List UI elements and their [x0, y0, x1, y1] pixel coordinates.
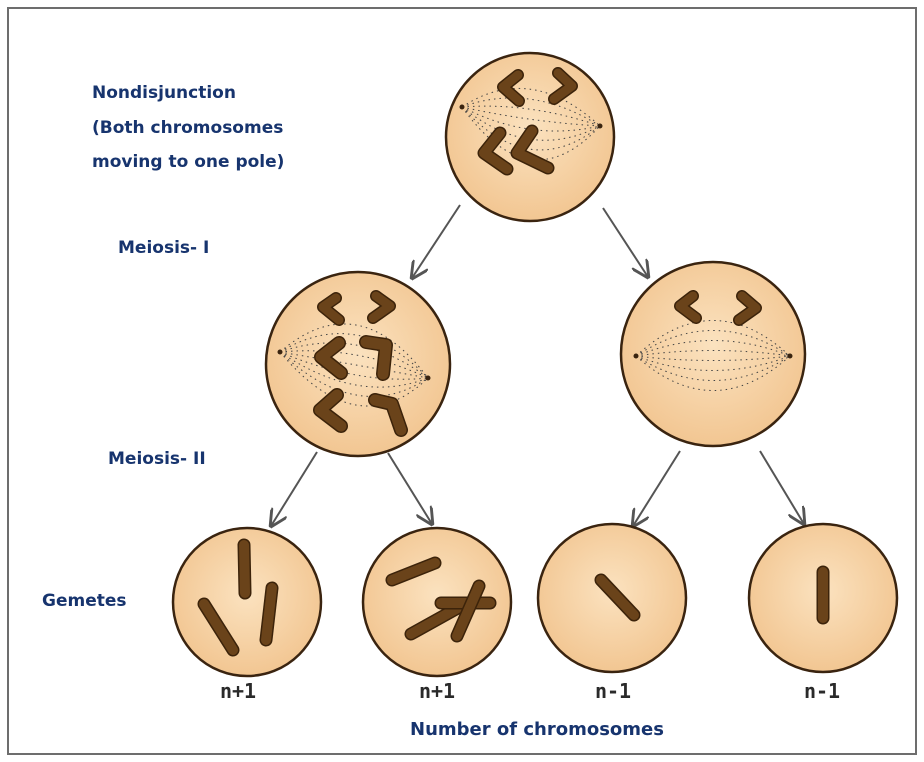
centrosome-left	[634, 354, 639, 359]
nondisjunction-subtitle-2: moving to one pole)	[92, 152, 284, 172]
arrow-left-to-gamete-1	[271, 452, 317, 526]
arrow-parent-to-left	[412, 205, 460, 278]
arrow-parent-to-right	[603, 208, 648, 277]
gamete-cell-4	[749, 524, 897, 672]
meiosis-1-cell-left	[266, 272, 450, 456]
parent-cell	[446, 53, 614, 221]
gamete-count-3: n-1	[595, 679, 631, 703]
number-of-chromosomes-caption: Number of chromosomes	[410, 719, 664, 740]
gamete-cell-1	[173, 528, 321, 676]
arrow-right-to-gamete-4	[760, 451, 804, 524]
gamete-cell-3	[538, 524, 686, 672]
meiosis-1-cell-right	[621, 262, 805, 446]
arrow-left-to-gamete-2	[388, 453, 432, 524]
gamete-count-1: n+1	[220, 679, 256, 703]
centrosome-right	[788, 354, 793, 359]
centrosome-left	[460, 105, 465, 110]
meiosis-2-label: Meiosis- II	[108, 449, 206, 469]
arrow-right-to-gamete-3	[633, 451, 680, 526]
gamete-count-2: n+1	[419, 679, 455, 703]
nondisjunction-subtitle-1: (Both chromosomes	[92, 118, 283, 138]
nondisjunction-title: Nondisjunction	[92, 83, 236, 103]
gamete-count-4: n-1	[804, 679, 840, 703]
centrosome-right	[426, 376, 431, 381]
centrosome-left	[278, 350, 283, 355]
centrosome-right	[598, 124, 603, 129]
gamete-cell-2	[363, 528, 511, 676]
gametes-label: Gemetes	[42, 591, 127, 611]
meiosis-1-label: Meiosis- I	[118, 238, 209, 258]
